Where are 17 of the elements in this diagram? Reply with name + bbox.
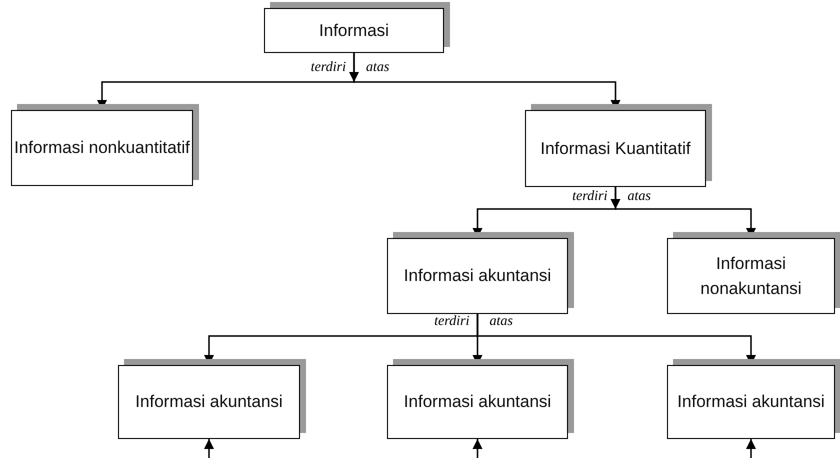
connector-label: terdiri	[572, 189, 608, 205]
box-label: Informasi Kuantitatif	[540, 138, 691, 160]
box-label: Informasi nonkuantitatif	[14, 137, 190, 160]
connector-label: terdiri	[434, 314, 470, 330]
arrow	[746, 439, 756, 458]
connector-label: atas	[628, 189, 651, 205]
connector-label: atas	[366, 60, 390, 76]
arrow	[472, 439, 482, 458]
box-label: Informasi akuntansi	[404, 265, 552, 288]
box-label: Informasi nonakuntansi	[699, 252, 803, 300]
box-label: Informasi	[319, 20, 389, 42]
box-label: Informasi akuntansi	[135, 391, 283, 414]
arrow	[204, 439, 214, 458]
box-label: Informasi akuntansi	[677, 391, 825, 414]
connector-label: atas	[490, 314, 513, 330]
box-label: Informasi akuntansi	[404, 391, 552, 414]
connector-label: terdiri	[310, 60, 346, 76]
